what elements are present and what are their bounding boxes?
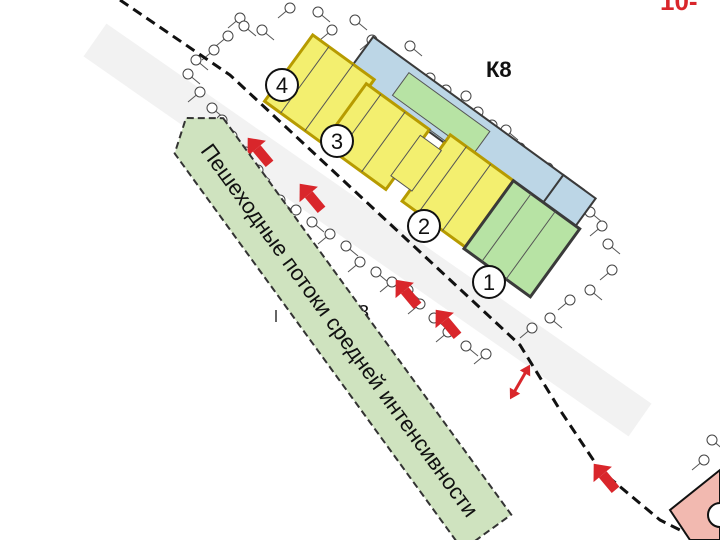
tree-marker	[347, 256, 366, 273]
tree-marker	[312, 6, 331, 23]
tree-marker	[379, 276, 398, 293]
tree-marker	[557, 294, 576, 311]
tree-marker	[584, 284, 603, 301]
tree-marker	[317, 228, 336, 245]
site-boundary-line	[119, 0, 701, 540]
section-number-2: 2	[418, 214, 430, 239]
tree-marker	[544, 312, 563, 329]
tree-marker	[319, 24, 338, 41]
section-number-badges: 4 3 2 1	[265, 68, 506, 299]
tree-marker	[599, 264, 618, 281]
section-badge-1: 1	[472, 265, 506, 299]
tree-marker	[404, 40, 423, 57]
flow-direction-arrow-icon	[593, 463, 620, 494]
entrance-arrow-icon	[395, 279, 422, 310]
entrance-arrow-icon	[247, 137, 274, 168]
tree-marker	[277, 2, 296, 19]
tree-marker	[453, 90, 472, 107]
inner-green-strip	[391, 71, 491, 155]
entrance-arrow-icon	[299, 183, 326, 214]
tree-marker	[602, 238, 621, 255]
background-hatching	[83, 23, 652, 437]
tree-marker	[206, 102, 225, 119]
tree-marker	[340, 240, 359, 257]
tree-marker	[691, 454, 710, 471]
section-badge-2: 2	[407, 209, 441, 243]
tree-marker	[182, 68, 201, 85]
building-label: К8	[486, 57, 512, 82]
tree-marker	[227, 12, 246, 29]
interior-walls	[280, 46, 556, 280]
corner-label: 10-	[660, 0, 698, 16]
tree-marker	[306, 216, 325, 233]
section-badge-4: 4	[265, 68, 299, 102]
entrance-arrows	[247, 137, 620, 494]
section-number-3: 3	[331, 129, 343, 154]
tree-marker	[370, 266, 389, 283]
section-number-4: 4	[276, 73, 288, 98]
bidirectional-arrow-icon	[509, 364, 531, 400]
tree-marker	[706, 434, 720, 448]
tree-marker	[238, 20, 257, 37]
tree-marker	[190, 54, 209, 71]
building-k8	[262, 32, 598, 299]
tree-marker	[349, 14, 368, 31]
section-badge-3: 3	[320, 124, 354, 158]
tree-marker	[187, 86, 206, 103]
entrance-arrow-icon	[435, 309, 462, 340]
tree-marker	[215, 30, 234, 47]
section-number-1: 1	[483, 270, 495, 295]
tree-marker	[256, 24, 275, 41]
tree-marker	[519, 322, 538, 339]
tree-marker	[589, 220, 608, 237]
tree-marker	[460, 340, 479, 357]
neighbor-building	[668, 468, 720, 540]
tree-marker	[473, 348, 492, 365]
